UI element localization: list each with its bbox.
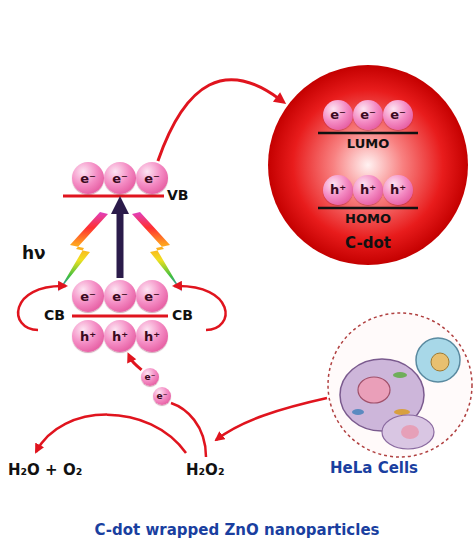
cell-view [328, 313, 472, 457]
band-label: CB [44, 308, 65, 323]
band-label: LUMO [347, 137, 389, 151]
charge-sphere: e⁻ [104, 162, 136, 194]
arrow-head [273, 92, 286, 104]
organelle [394, 409, 410, 415]
band-label: VB [167, 188, 189, 203]
charge-sphere: e⁻ [141, 368, 159, 386]
arrow-head [127, 352, 136, 363]
band-label: H₂O + O₂ [8, 462, 82, 479]
charge-label: e⁻ [80, 172, 96, 185]
c-dot-circle [268, 65, 468, 265]
band-label: CB [172, 308, 193, 323]
charge-sphere: e⁻ [153, 387, 171, 405]
charge-label: e⁻ [330, 108, 346, 122]
charge-sphere: e⁻ [136, 162, 168, 194]
charge-sphere: e⁻ [104, 280, 136, 312]
charge-label: e⁻ [112, 290, 128, 303]
charge-sphere: e⁻ [323, 100, 353, 130]
organelle [352, 409, 364, 415]
charge-label: e⁻ [144, 172, 160, 185]
charge-sphere: h⁺ [323, 175, 353, 205]
charge-sphere: e⁻ [72, 162, 104, 194]
lumo-level [318, 132, 418, 135]
charge-label: e⁻ [157, 392, 168, 401]
hela-cell [382, 415, 434, 449]
charge-label: h⁺ [80, 330, 96, 343]
charge-sphere: e⁻ [383, 100, 413, 130]
h2o2-path [171, 403, 206, 457]
nucleus [401, 425, 419, 439]
transfer-arrow [127, 352, 141, 370]
charge-label: e⁻ [112, 172, 128, 185]
hela-cells: HeLa Cells [325, 310, 474, 482]
hela-cell [416, 338, 460, 382]
homo-level [318, 207, 418, 210]
charge-label: e⁻ [80, 290, 96, 303]
charge-label: h⁺ [390, 183, 406, 197]
c-dot: C-dot e⁻ e⁻ e⁻ h⁺ h⁺ h⁺ [268, 65, 468, 265]
charge-label: e⁻ [390, 108, 406, 122]
node-title: C-dot [345, 235, 391, 252]
charge-label: e⁻ [360, 108, 376, 122]
charge-label: h⁺ [144, 330, 160, 343]
vb-band [63, 195, 164, 198]
recycle-arrow [18, 286, 66, 330]
charge-label: e⁻ [144, 290, 160, 303]
charge-sphere: h⁺ [383, 175, 413, 205]
arrow-head [111, 196, 129, 214]
figure-caption: C-dot wrapped ZnO nanoparticles [94, 522, 379, 539]
charge-sphere: h⁺ [136, 320, 168, 352]
node-title: HeLa Cells [330, 460, 418, 477]
charge-label: h⁺ [360, 183, 376, 197]
charge-label: e⁻ [145, 373, 156, 382]
charge-sphere: e⁻ [353, 100, 383, 130]
band-label: HOMO [345, 212, 391, 226]
cb-band [72, 315, 168, 318]
charge-sphere: h⁺ [353, 175, 383, 205]
organelle [393, 372, 407, 378]
charge-label: h⁺ [330, 183, 346, 197]
charge-sphere: h⁺ [104, 320, 136, 352]
transfer-arrow [111, 196, 129, 278]
nucleus [358, 377, 390, 403]
release-arrow [216, 398, 327, 440]
nucleus [431, 353, 449, 371]
arrow-line [117, 209, 124, 278]
arrow-line [158, 80, 280, 161]
charge-sphere: h⁺ [72, 320, 104, 352]
charge-label: h⁺ [112, 330, 128, 343]
charge-sphere: e⁻ [136, 280, 168, 312]
band-label: H₂O₂ [186, 462, 224, 479]
band-label: hν [22, 244, 46, 263]
transfer-arrow [158, 80, 286, 161]
charge-sphere: e⁻ [72, 280, 104, 312]
decomposition-arrow [36, 415, 186, 453]
